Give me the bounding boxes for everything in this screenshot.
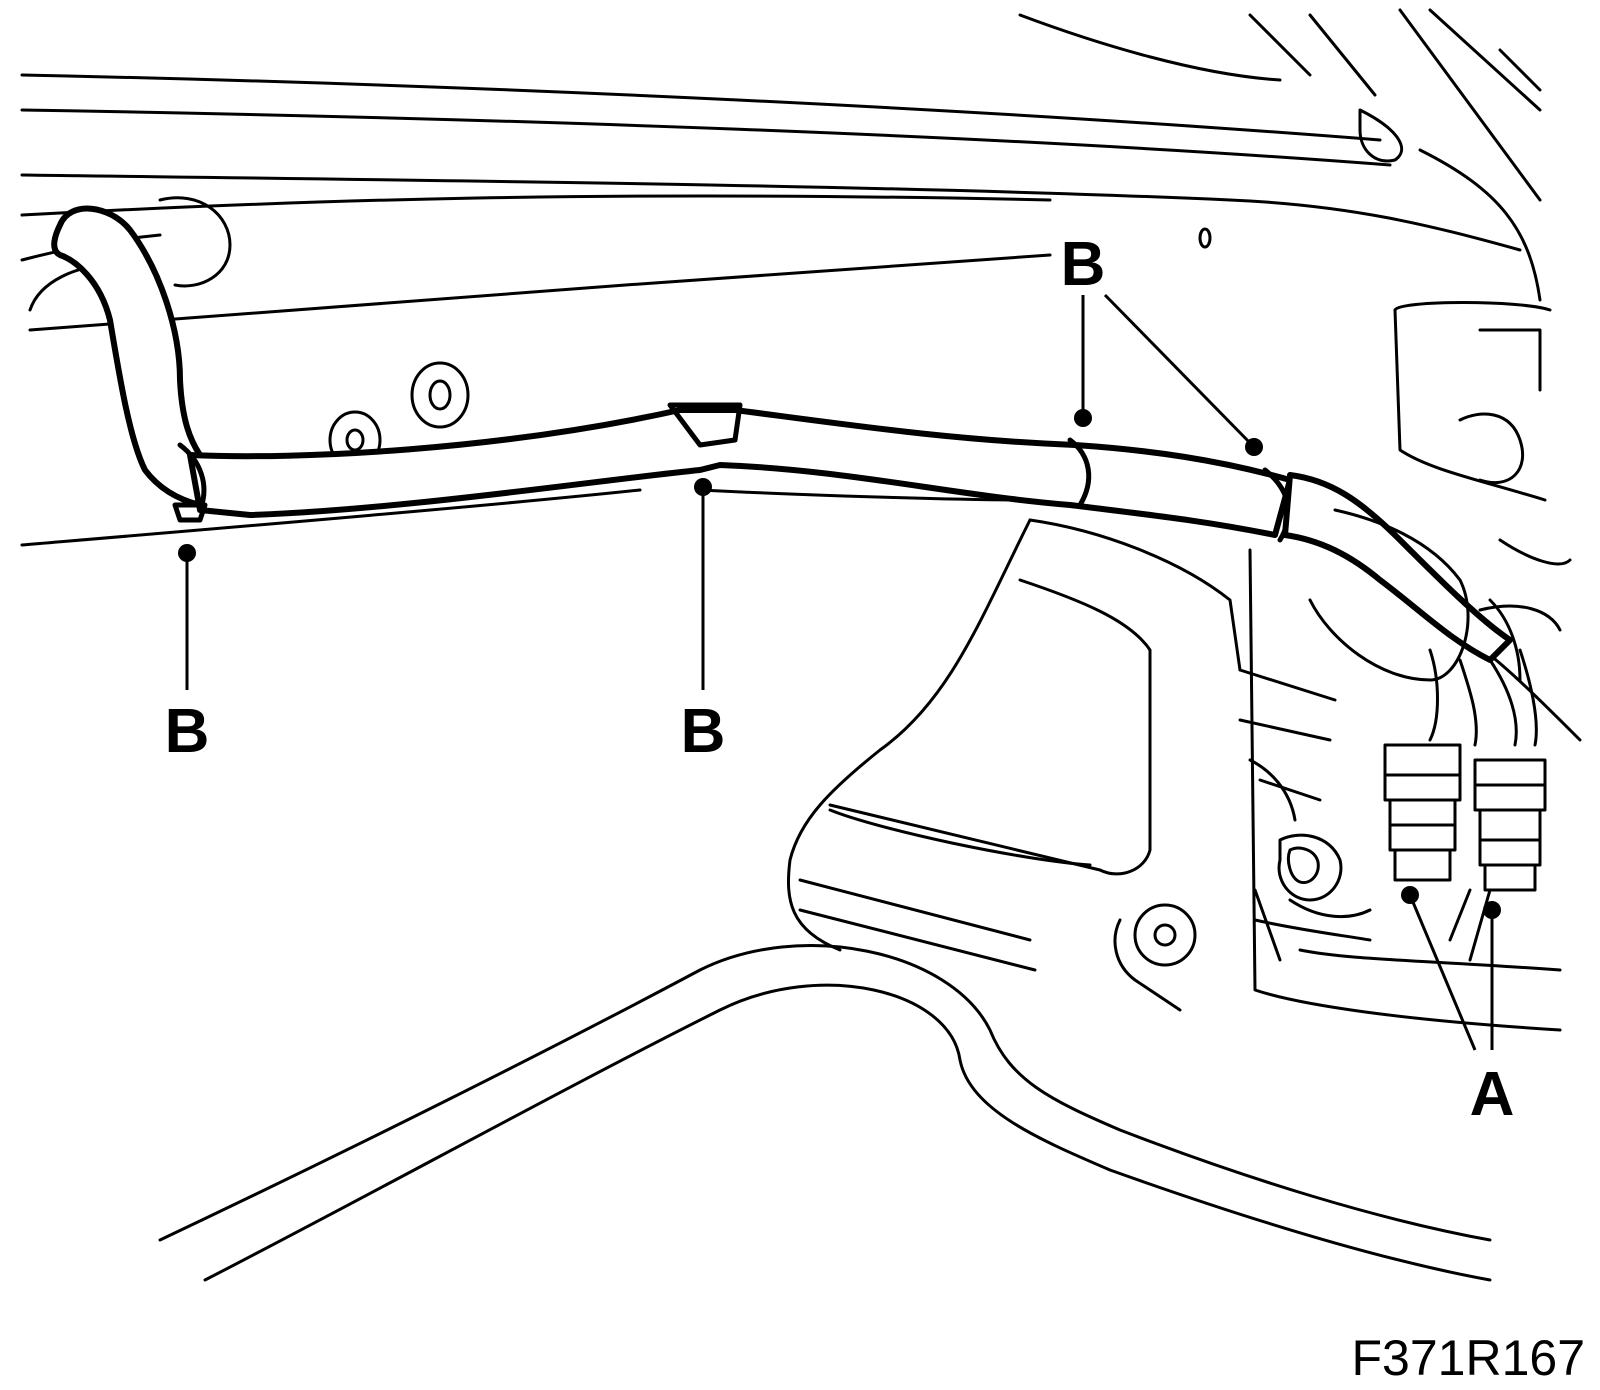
panel-holes <box>328 227 1212 967</box>
callout-b-left: B <box>165 697 210 766</box>
wheelhouse-panel <box>786 301 1582 1032</box>
figure-id: F371R167 <box>1352 1330 1586 1386</box>
callout-b-middle: B <box>681 697 726 766</box>
body-panel-lines <box>20 8 1542 547</box>
floor-outline <box>158 944 1492 1282</box>
connectors-a <box>1383 648 1547 962</box>
callout-b-top: B <box>1061 230 1106 299</box>
hose-assembly <box>51 205 1513 682</box>
callout-a-connectors: A <box>1470 1060 1515 1129</box>
callout-leaders <box>178 293 1501 1051</box>
